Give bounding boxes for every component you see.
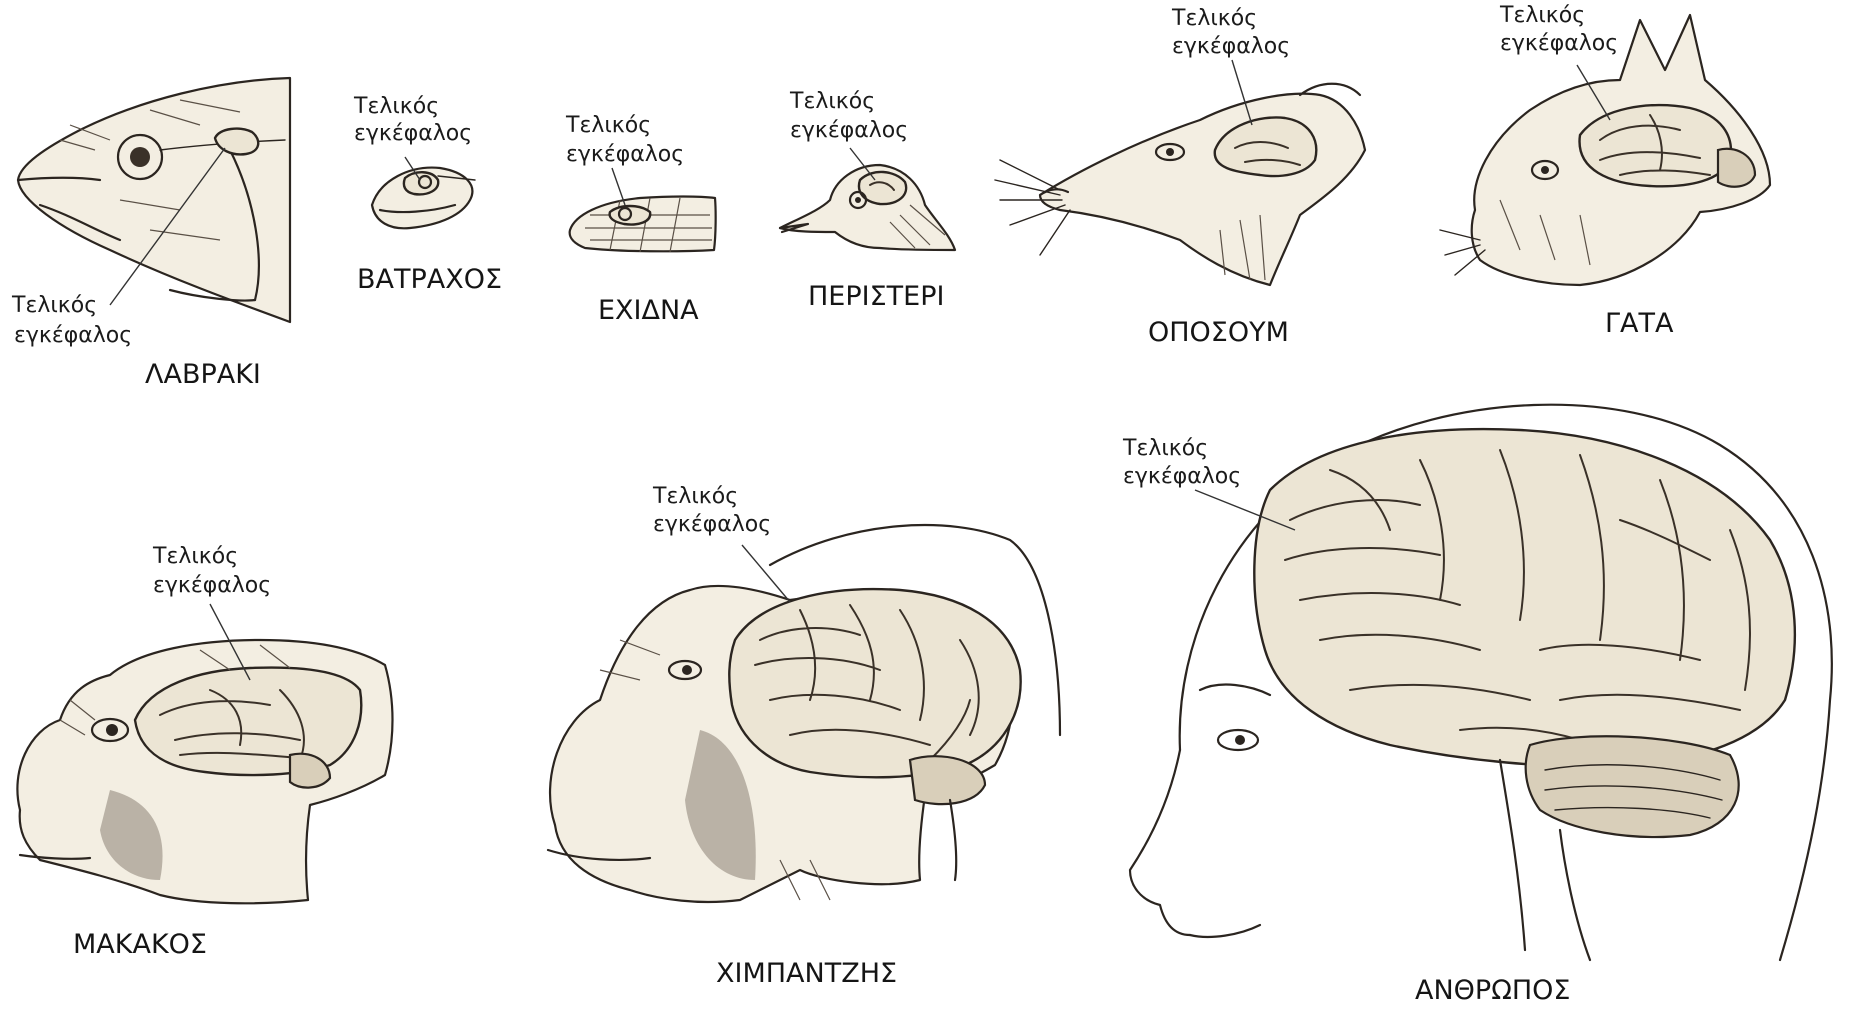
- frog-name: ΒΑΤΡΑΧΟΣ: [357, 264, 502, 295]
- frog-drawing: [372, 157, 475, 228]
- opossum-name: ΟΠΟΣΟΥΜ: [1148, 317, 1289, 348]
- macaque-telencephalon-label-line1: Τελικός: [152, 544, 238, 569]
- human-telencephalon-label-line2: εγκέφαλος: [1123, 464, 1241, 489]
- echidna-telencephalon-label-line1: Τελικός: [565, 113, 651, 138]
- chimpanzee-drawing: [548, 525, 1060, 902]
- chimpanzee-name: ΧΙΜΠΑΝΤΖΗΣ: [716, 958, 897, 989]
- human-name: ΑΝΘΡΩΠΟΣ: [1415, 975, 1570, 1006]
- opossum-telencephalon-label-line1: Τελικός: [1171, 6, 1257, 31]
- macaque-telencephalon-label-line2: εγκέφαλος: [153, 573, 271, 598]
- bass-telencephalon-label-line1: Τελικός: [11, 293, 97, 318]
- opossum-drawing: [995, 60, 1365, 285]
- pigeon-name: ΠΕΡΙΣΤΕΡΙ: [808, 281, 944, 312]
- cat-name: ΓΑΤΑ: [1605, 308, 1674, 339]
- pigeon-drawing: [780, 148, 955, 250]
- pigeon-telencephalon-label-line2: εγκέφαλος: [790, 118, 908, 143]
- macaque-name: ΜΑΚΑΚΟΣ: [73, 929, 207, 960]
- echidna-drawing: [570, 168, 716, 252]
- chimpanzee-telencephalon-label-line1: Τελικός: [652, 484, 738, 509]
- echidna-telencephalon-label-line2: εγκέφαλος: [566, 142, 684, 167]
- chimpanzee-telencephalon-label-line2: εγκέφαλος: [653, 512, 771, 537]
- frog-telencephalon-label-line1: Τελικός: [353, 94, 439, 119]
- human-telencephalon-label-line1: Τελικός: [1122, 436, 1208, 461]
- macaque-drawing: [17, 604, 392, 903]
- frog-telencephalon-label-line2: εγκέφαλος: [354, 121, 472, 146]
- echidna-name: ΕΧΙΔΝΑ: [598, 295, 699, 326]
- cat-telencephalon-label-line2: εγκέφαλος: [1500, 31, 1618, 56]
- opossum-telencephalon-label-line2: εγκέφαλος: [1172, 34, 1290, 59]
- bass-telencephalon-label-line2: εγκέφαλος: [14, 323, 132, 348]
- cat-telencephalon-label-line1: Τελικός: [1499, 3, 1585, 28]
- pigeon-telencephalon-label-line1: Τελικός: [789, 89, 875, 114]
- bass-name: ΛΑΒΡΑΚΙ: [145, 359, 261, 390]
- bass-drawing: [18, 78, 290, 322]
